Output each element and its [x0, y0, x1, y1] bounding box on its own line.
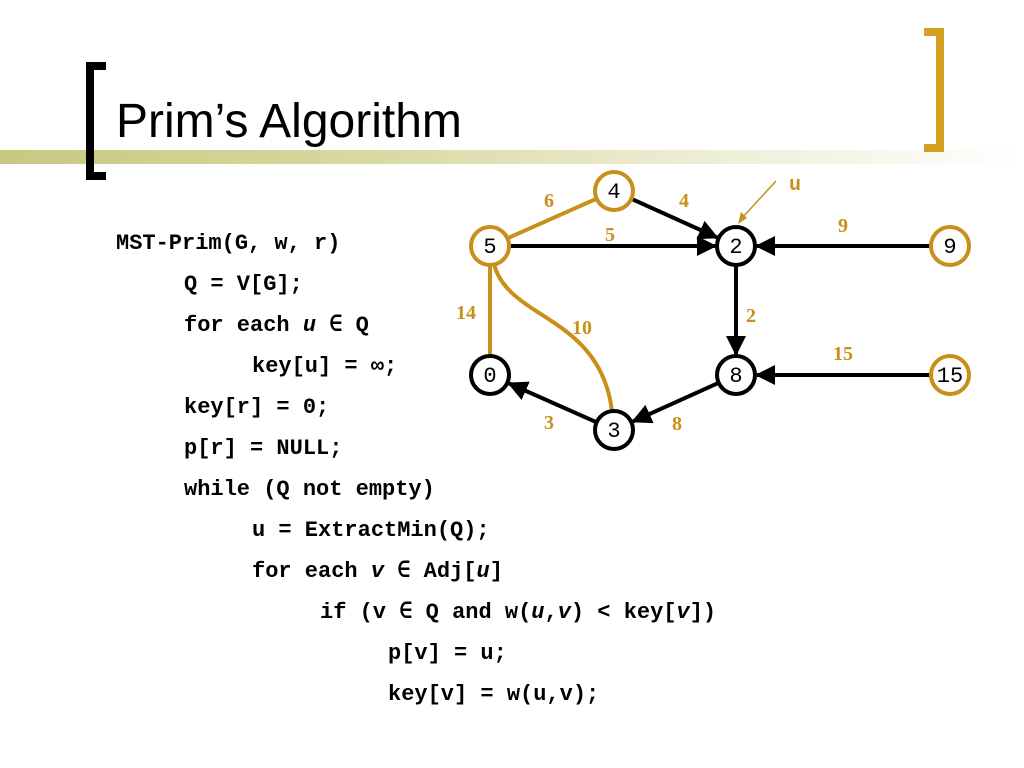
code-line: key[v] = w(u,v); — [116, 679, 716, 720]
node-label: 0 — [483, 364, 496, 389]
code-token: Q = V[G]; — [184, 272, 303, 297]
node-label: 5 — [483, 235, 496, 260]
graph-node-0 — [469, 354, 511, 396]
edge-weight-label: 10 — [572, 317, 592, 339]
edge-weight-label: 15 — [833, 343, 853, 365]
pointer-u-label: u — [789, 174, 801, 197]
code-token: ∈ Q — [316, 313, 369, 338]
node-label: 8 — [729, 364, 742, 389]
node-label: 15 — [937, 364, 963, 389]
nodes-layer: 4 5 2 9 0 8 15 3 — [469, 170, 971, 451]
code-token: for each — [184, 313, 303, 338]
title-band — [0, 150, 1024, 164]
labels-layer: 6 4 5 9 14 10 2 15 3 8 u — [456, 174, 853, 435]
code-token: u — [531, 600, 545, 625]
edge-weight-label: 5 — [605, 224, 615, 246]
graph-node-4 — [593, 170, 635, 212]
node-label: 9 — [943, 235, 956, 260]
node-label: 2 — [729, 235, 742, 260]
code-token: key[r] = 0; — [184, 395, 330, 420]
edge-n5-n3 — [492, 263, 614, 412]
code-line: Q = V[G]; — [116, 269, 716, 310]
code-line: u = ExtractMin(Q); — [116, 515, 716, 556]
code-token: u — [302, 313, 317, 338]
code-line: MST-Prim(G, w, r) — [116, 228, 716, 269]
code-token: u = ExtractMin(Q); — [252, 518, 490, 543]
code-line: for each u ∈ Q — [116, 310, 716, 351]
pointer-arrow-line — [741, 180, 777, 219]
code-token: , — [544, 600, 558, 625]
slide-title: Prim’s Algorithm — [116, 95, 462, 148]
code-token: MST-Prim(G, w, r) — [116, 231, 341, 256]
edges-layer — [488, 196, 931, 425]
node-label: 4 — [607, 180, 620, 205]
node-label: 3 — [607, 419, 620, 444]
edge-weight-label: 14 — [456, 302, 476, 324]
code-token: v — [370, 559, 385, 584]
edge-weight-label: 2 — [746, 305, 756, 327]
edge-n8-n3 — [631, 380, 720, 424]
code-line: key[u] = ∞; — [116, 351, 716, 392]
code-line: for each v ∈ Adj[u] — [116, 556, 716, 597]
left-bracket-decoration — [86, 62, 106, 180]
code-token: ]) — [689, 600, 717, 625]
code-token: v — [557, 600, 571, 625]
graph-node-5 — [469, 225, 511, 267]
pseudocode-block: MST-Prim(G, w, r) Q = V[G]; for each u ∈ Q… — [116, 228, 716, 720]
code-token: for each — [252, 559, 371, 584]
graph-node-15 — [929, 354, 971, 396]
edge-n3-n0 — [507, 381, 598, 425]
edge-weight-label: 9 — [838, 215, 848, 237]
right-bracket-decoration — [924, 28, 944, 152]
code-line: while (Q not empty) — [116, 474, 716, 515]
graph-node-9 — [929, 225, 971, 267]
code-token: key[u] = ∞; — [252, 354, 398, 379]
code-token: ] — [489, 559, 503, 584]
code-token: u — [476, 559, 490, 584]
code-line: p[v] = u; — [116, 638, 716, 679]
code-token: ∈ Adj[ — [384, 559, 477, 584]
code-token: p[v] = u; — [388, 641, 507, 666]
graph-node-2 — [715, 225, 757, 267]
code-token: v — [676, 600, 690, 625]
code-token: ) < key[ — [570, 600, 677, 625]
edge-weight-label: 3 — [544, 412, 554, 434]
code-token: p[r] = NULL; — [184, 436, 343, 461]
code-token: key[v] = w(u,v); — [388, 682, 600, 707]
edge-weight-label: 4 — [679, 190, 689, 212]
edge-n5-n4 — [506, 196, 598, 241]
pointer-arrow-head — [738, 212, 747, 224]
code-line: key[r] = 0; — [116, 392, 716, 433]
graph-node-8 — [715, 354, 757, 396]
code-token: if (v ∈ Q and w( — [320, 600, 532, 625]
code-line: p[r] = NULL; — [116, 433, 716, 474]
code-token: while (Q not empty) — [184, 477, 435, 502]
graph-node-3 — [593, 409, 635, 451]
edge-weight-label: 6 — [544, 190, 554, 212]
edge-n4-n2 — [630, 196, 719, 240]
edge-weight-label: 8 — [672, 413, 682, 435]
code-line: if (v ∈ Q and w(u,v) < key[v]) — [116, 597, 716, 638]
